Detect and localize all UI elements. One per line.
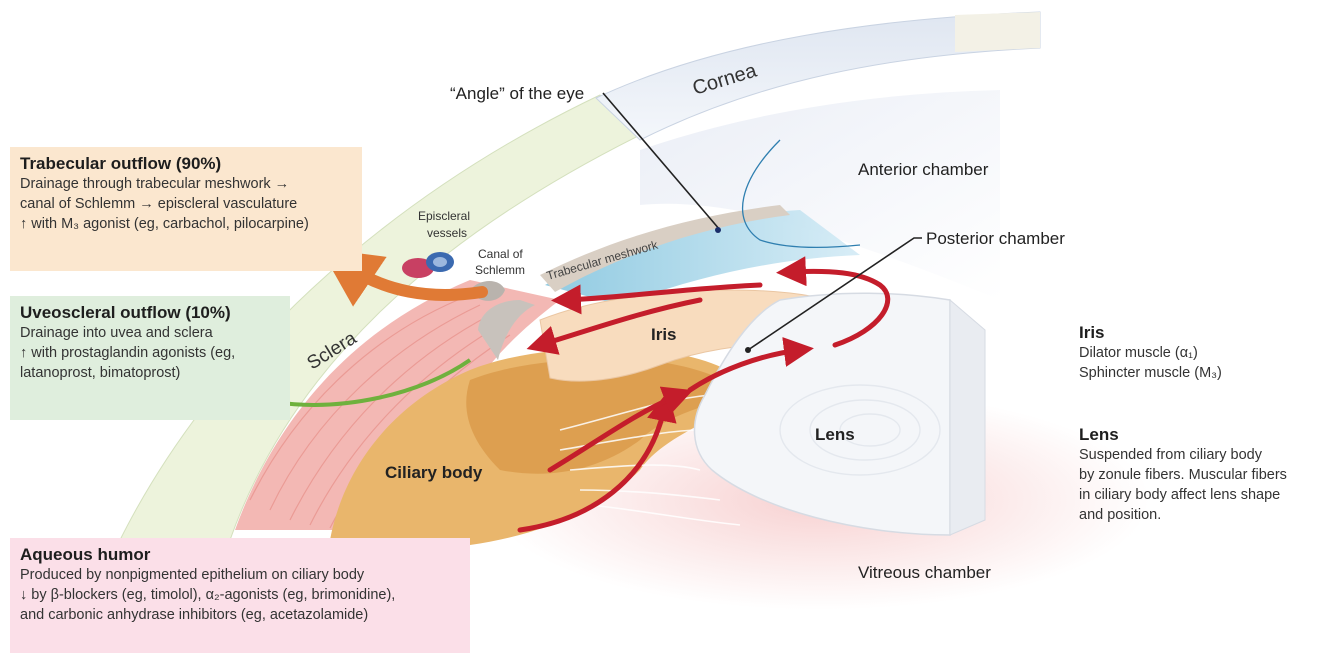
aqueous-humor-line: Produced by nonpigmented epithelium on c…: [20, 567, 365, 583]
canal-drain-tube: [478, 300, 535, 360]
label-angle: “Angle” of the eye: [450, 84, 584, 103]
trabecular-outflow-line: canal of Schlemm → episcleral vasculatur…: [20, 196, 298, 212]
label-anterior-chamber: Anterior chamber: [858, 160, 989, 179]
trabecular-outflow-line: Drainage through trabecular meshwork →: [20, 176, 290, 192]
posterior-leader-dot: [745, 347, 751, 353]
uveoscleral-outflow-line: Drainage into uvea and sclera: [20, 325, 213, 341]
trabecular-outflow-box: Trabecular outflow (90%) Drainage throug…: [10, 147, 362, 271]
uveoscleral-outflow-arrow: [263, 358, 472, 416]
episcleral-vessel-inner: [433, 257, 447, 267]
iris-description-line: Dilator muscle (α₁): [1079, 345, 1198, 361]
aqueous-humor-line: and carbonic anhydrase inhibitors (eg, a…: [20, 607, 369, 623]
angle-leader-dot: [715, 227, 721, 233]
label-posterior-chamber: Posterior chamber: [926, 229, 1065, 248]
iris-description-line: Sphincter muscle (M₃): [1079, 365, 1222, 381]
label-lens: Lens: [815, 425, 855, 444]
lens-description: Lens Suspended from ciliary body by zonu…: [1079, 424, 1287, 525]
label-vitreous-chamber: Vitreous chamber: [858, 563, 991, 582]
trabecular-outflow-line: ↑ with M₃ agonist (eg, carbachol, piloca…: [20, 216, 309, 232]
lens-rings: [779, 384, 941, 476]
iris-description-title: Iris: [1079, 323, 1105, 342]
lens-description-line: in ciliary body affect lens shape: [1079, 487, 1281, 503]
angle-thin-line: [741, 139, 861, 249]
flow-arrow-posterior: [687, 337, 814, 393]
trabecular-meshwork-region: [545, 210, 860, 305]
anterior-chamber-region: [640, 90, 1000, 300]
label-canal-1: Canal of: [478, 247, 523, 261]
uveoscleral-outflow-title: Uveoscleral outflow (10%): [20, 303, 231, 322]
aqueous-humor-line: ↓ by β-blockers (eg, timolol), α₂-agonis…: [20, 587, 396, 603]
iris-description: Iris Dilator muscle (α₁) Sphincter muscl…: [1079, 322, 1222, 383]
flow-arrow-to-uvea: [526, 297, 703, 355]
lens-description-line: and position.: [1079, 507, 1162, 523]
label-iris: Iris: [651, 325, 677, 344]
label-canal-2: Schlemm: [475, 263, 525, 277]
posterior-leader-line: [747, 237, 922, 351]
aqueous-humor-box: Aqueous humor Produced by nonpigmented e…: [10, 538, 470, 653]
lens-description-line: by zonule fibers. Muscular fibers: [1079, 467, 1287, 483]
episcleral-vessel-red: [402, 258, 434, 278]
trabecular-outflow-title: Trabecular outflow (90%): [20, 154, 222, 173]
aqueous-flow-arrows: [517, 256, 891, 533]
uveoscleral-outflow-line: latanoprost, bimatoprost): [20, 365, 181, 381]
label-ciliary-body: Ciliary body: [385, 463, 483, 482]
lens-shape: [693, 292, 951, 536]
uveoscleral-outflow-line: ↑ with prostaglandin agonists (eg,: [20, 345, 236, 361]
flow-arrow-to-trabecular: [551, 282, 763, 315]
lens-description-title: Lens: [1079, 425, 1119, 444]
label-episcleral-2: vessels: [427, 226, 467, 240]
ciliary-muscle: [235, 280, 560, 530]
aqueous-humor-title: Aqueous humor: [20, 545, 151, 564]
uveoscleral-outflow-box: Uveoscleral outflow (10%) Drainage into …: [10, 296, 290, 420]
label-episcleral-1: Episcleral: [418, 209, 470, 223]
angle-leader-line: [602, 92, 721, 231]
zonule-fibers: [559, 394, 741, 526]
lens-description-line: Suspended from ciliary body: [1079, 447, 1262, 463]
lens-cut-face: [949, 298, 986, 536]
trabecular-meshwork-band: [540, 205, 790, 292]
flow-arrow-around-iris: [776, 256, 891, 348]
flow-arrow-from-ciliary-1: [517, 391, 677, 533]
flow-arrow-from-ciliary-2: [547, 386, 694, 473]
cornea-edge-highlight: [955, 12, 1040, 52]
trabecular-outflow-arrow: [320, 248, 488, 307]
